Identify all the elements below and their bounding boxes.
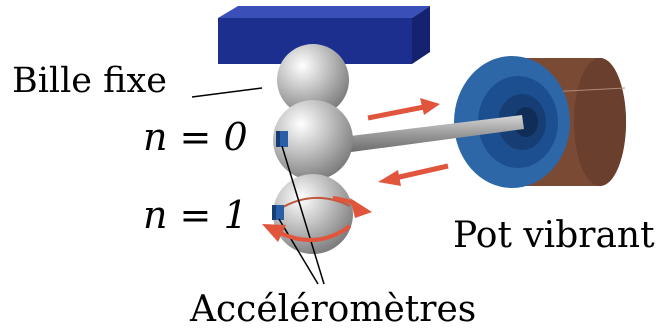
ball-n0	[273, 100, 353, 180]
arrow-top-right	[367, 98, 440, 121]
rotation-arrow-right	[332, 196, 372, 218]
accelerometer-n0	[276, 131, 288, 147]
ball-n0-label: n = 0	[143, 115, 248, 159]
accelerometers-label: Accéléromètres	[190, 289, 477, 330]
ball-n1-label: n = 1	[143, 193, 248, 237]
ball-n1-rotation-line	[277, 196, 351, 211]
fixed-ball	[277, 44, 349, 116]
accelerometer-leader-line-1	[281, 145, 325, 285]
accelerometer-n1	[272, 205, 284, 220]
rotation-arrow-left	[262, 224, 352, 243]
accelerometer-leader-line-2	[278, 218, 319, 285]
arrow-bottom-left	[378, 163, 449, 186]
shaker-label: Pot vibrant	[453, 215, 655, 256]
fixed-ball-leader-line	[191, 87, 263, 98]
fixed-ball-label: Bille fixe	[12, 61, 167, 101]
